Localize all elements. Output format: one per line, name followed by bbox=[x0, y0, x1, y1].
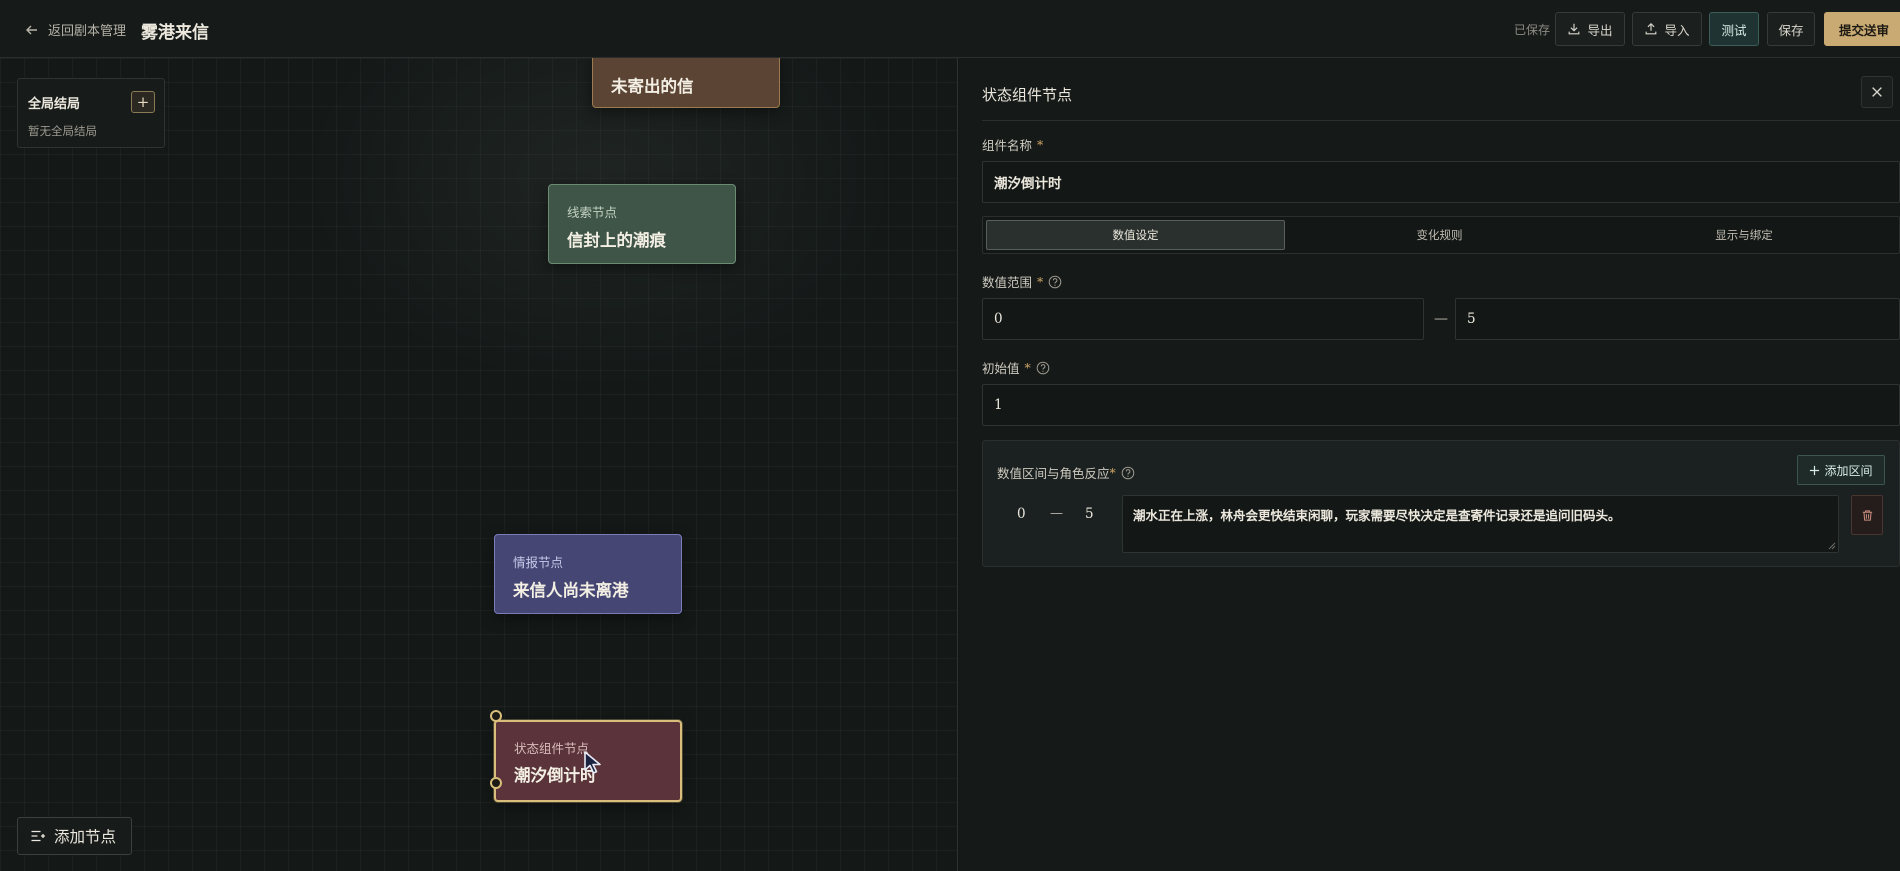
import-button[interactable]: 导入 bbox=[1632, 12, 1702, 46]
range-separator: — bbox=[1434, 311, 1448, 327]
submit-for-review-button[interactable]: 提交送审 bbox=[1824, 12, 1900, 46]
tab-change-rules[interactable]: 变化规则 bbox=[1416, 228, 1463, 242]
cursor-icon bbox=[584, 751, 601, 774]
interval-min-value[interactable]: 0 bbox=[1017, 506, 1026, 522]
node-editor-panel: 状态组件节点 组件名称 * 数值设定 变化规则 显示与绑定 数值范围 * — 初… bbox=[959, 58, 1900, 871]
value-range-label: 数值范围 * bbox=[982, 272, 1062, 291]
help-icon[interactable] bbox=[1036, 361, 1050, 375]
range-min-input[interactable] bbox=[982, 298, 1424, 340]
node-name: 来信人尚未离港 bbox=[513, 581, 629, 600]
test-button[interactable]: 测试 bbox=[1709, 12, 1759, 46]
help-icon[interactable] bbox=[1121, 466, 1135, 480]
trash-icon bbox=[1862, 509, 1872, 521]
node-connection-handle-bottom[interactable] bbox=[490, 777, 502, 789]
add-node-button[interactable]: 添加节点 bbox=[17, 817, 132, 855]
intel-node[interactable]: 情报节点 来信人尚未离港 bbox=[494, 534, 682, 614]
add-ending-button[interactable]: + bbox=[131, 91, 155, 113]
component-name-input[interactable] bbox=[982, 161, 1900, 203]
arrow-left-icon bbox=[26, 25, 37, 34]
top-bar: 返回剧本管理 雾港来信 已保存 导出 导入 测试 保存 提交送审 bbox=[0, 0, 1900, 58]
tab-display-binding[interactable]: 显示与绑定 bbox=[1715, 228, 1773, 242]
close-icon bbox=[1872, 87, 1882, 97]
panel-divider bbox=[982, 120, 1900, 121]
range-max-input[interactable] bbox=[1455, 298, 1900, 340]
close-panel-button[interactable] bbox=[1861, 76, 1893, 108]
add-node-label: 添加节点 bbox=[54, 828, 117, 846]
resize-grip-icon[interactable] bbox=[1828, 542, 1836, 550]
global-endings-title: 全局结局 bbox=[28, 97, 81, 112]
required-mark: * bbox=[1037, 274, 1044, 289]
interval-max-value[interactable]: 5 bbox=[1085, 506, 1094, 522]
add-node-icon bbox=[31, 830, 45, 842]
state-component-node-selected[interactable]: 状态组件节点 潮汐倒计时 bbox=[494, 720, 682, 802]
node-type-label: 状态组件节点 bbox=[514, 741, 590, 756]
upload-icon bbox=[1646, 22, 1657, 35]
node-type-label: 情报节点 bbox=[513, 555, 564, 570]
download-icon bbox=[1569, 23, 1580, 35]
import-label: 导入 bbox=[1664, 22, 1690, 38]
interval-separator: — bbox=[1050, 506, 1063, 521]
back-link-label: 返回剧本管理 bbox=[48, 24, 127, 39]
saved-status: 已保存 bbox=[1514, 23, 1551, 37]
clue-node[interactable]: 线索节点 信封上的潮痕 bbox=[548, 184, 736, 264]
page-title: 雾港来信 bbox=[141, 23, 209, 43]
panel-tabs: 数值设定 变化规则 显示与绑定 bbox=[982, 216, 1900, 254]
interval-reaction-textarea[interactable]: 潮水正在上涨，林舟会更快结束闲聊，玩家需要尽快决定是查寄件记录还是追问旧码头。 bbox=[1122, 495, 1839, 553]
value-intervals-label: 数值区间与角色反应* bbox=[997, 463, 1135, 482]
initial-value-input[interactable] bbox=[982, 384, 1900, 426]
component-name-label: 组件名称 * bbox=[982, 137, 1044, 153]
required-mark: * bbox=[1037, 137, 1044, 152]
help-icon[interactable] bbox=[1048, 275, 1062, 289]
delete-interval-button[interactable] bbox=[1851, 495, 1883, 535]
back-to-script-management-link[interactable]: 返回剧本管理 bbox=[24, 20, 126, 39]
plus-icon bbox=[1810, 465, 1820, 475]
tab-value-settings[interactable]: 数值设定 bbox=[986, 220, 1285, 250]
required-mark: * bbox=[1024, 360, 1031, 375]
interval-reaction-text: 潮水正在上涨，林舟会更快结束闲聊，玩家需要尽快决定是查寄件记录还是追问旧码头。 bbox=[1133, 508, 1621, 523]
panel-title: 状态组件节点 bbox=[982, 86, 1073, 104]
add-interval-button[interactable]: 添加区间 bbox=[1797, 455, 1885, 485]
story-node[interactable]: 未寄出的信 bbox=[592, 58, 780, 108]
node-name: 信封上的潮痕 bbox=[567, 231, 666, 250]
initial-value-label: 初始值 * bbox=[982, 358, 1050, 377]
node-name: 潮汐倒计时 bbox=[514, 766, 597, 785]
export-button[interactable]: 导出 bbox=[1555, 12, 1625, 46]
add-interval-label: 添加区间 bbox=[1824, 463, 1873, 478]
save-button[interactable]: 保存 bbox=[1767, 12, 1815, 46]
export-label: 导出 bbox=[1587, 22, 1613, 38]
node-type-label: 线索节点 bbox=[567, 205, 618, 220]
node-name: 未寄出的信 bbox=[611, 77, 694, 96]
required-mark: * bbox=[1109, 465, 1116, 480]
global-endings-panel: 全局结局 + 暂无全局结局 bbox=[17, 78, 165, 148]
node-connection-handle-top[interactable] bbox=[490, 710, 502, 722]
value-intervals-section: 数值区间与角色反应* 添加区间 0 — 5 潮水正在上涨，林舟会更快结束闲聊，玩… bbox=[982, 440, 1900, 567]
global-endings-empty-text: 暂无全局结局 bbox=[28, 124, 97, 138]
node-canvas[interactable]: 全局结局 + 暂无全局结局 未寄出的信 线索节点 信封上的潮痕 情报节点 来信人… bbox=[0, 58, 958, 871]
